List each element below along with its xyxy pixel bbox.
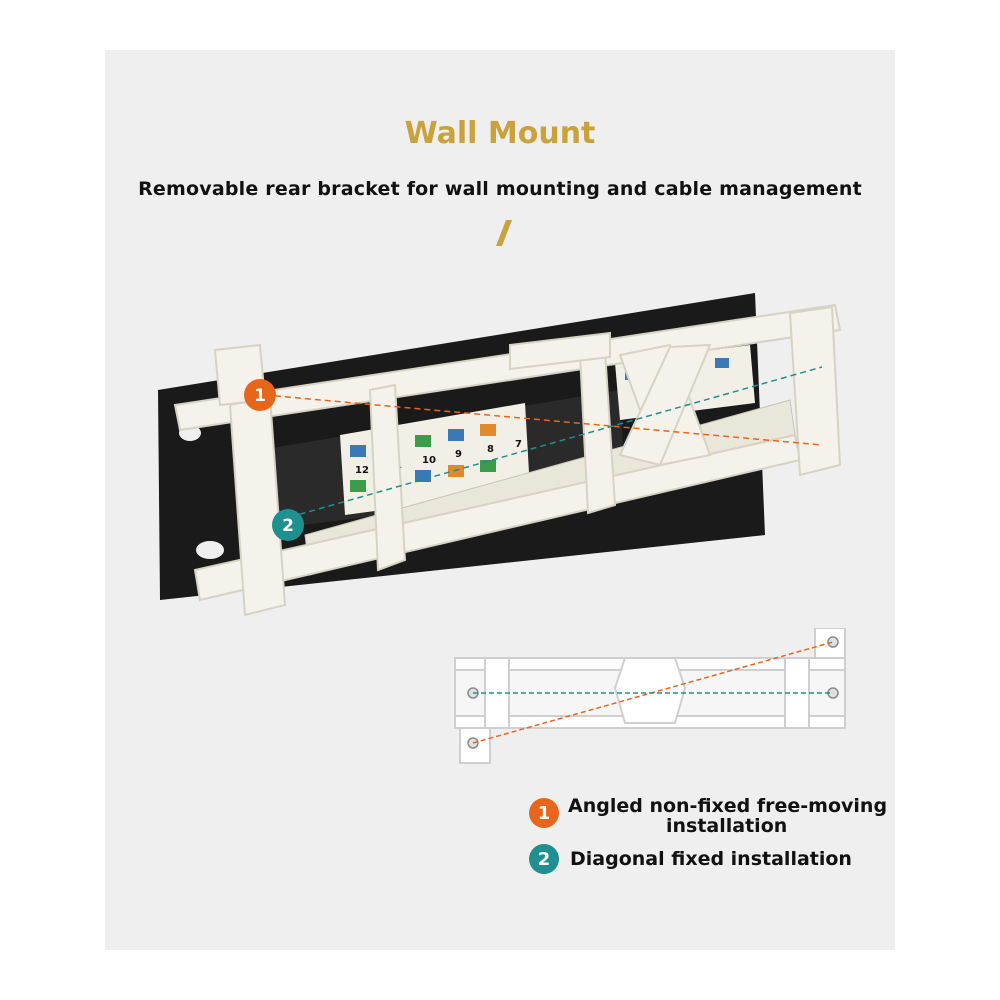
legend-text-1-line1: Angled non-fixed free-moving <box>568 795 888 817</box>
photo-badge-2 <box>272 509 304 541</box>
photo-badge-1 <box>244 379 276 411</box>
page-subtitle: Removable rear bracket for wall mounting… <box>138 178 862 200</box>
photo-badge-1-number: 1 <box>254 386 266 406</box>
mount-hole <box>196 541 224 559</box>
port-label: 9 <box>455 449 462 460</box>
photo-badge-2-number: 2 <box>282 516 294 536</box>
port-label: 10 <box>422 455 436 466</box>
port-label: 12 <box>355 465 369 476</box>
legend-text-2-line1: Diagonal fixed installation <box>570 848 852 870</box>
legend-text-1-line2: installation <box>666 815 788 837</box>
diagonal-guide-line <box>289 366 823 518</box>
screw-icon <box>827 636 839 648</box>
patch-panel-photo: 12 11 10 9 8 7 1 2 <box>158 293 842 617</box>
bracket-diagram <box>454 628 846 764</box>
angled-guide-line <box>264 394 823 446</box>
legend-badge-1: 1 <box>529 798 559 828</box>
accent-slash-icon <box>496 220 512 246</box>
legend-badge-2: 2 <box>529 844 559 874</box>
port-label: 8 <box>487 444 494 455</box>
page-title: Wall Mount <box>404 116 596 151</box>
rear-bracket <box>173 303 842 617</box>
port-label: 7 <box>515 439 522 450</box>
